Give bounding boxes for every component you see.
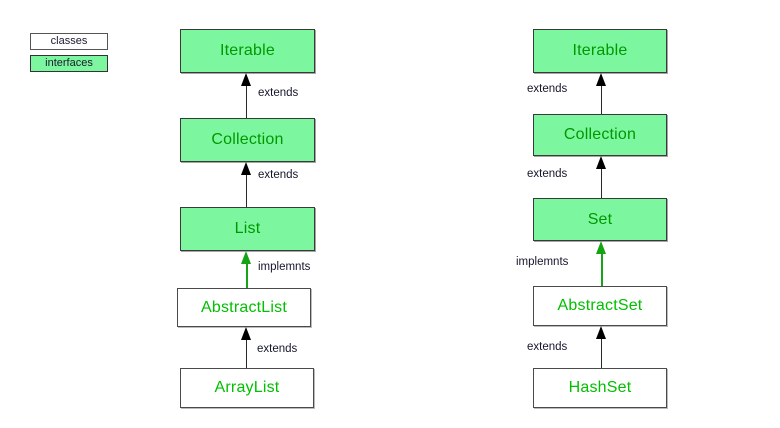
- edge-shaft: [601, 169, 602, 199]
- node-label: Collection: [211, 131, 284, 148]
- legend: classes interfaces: [30, 33, 108, 72]
- edge-label-extends: extends: [527, 83, 568, 95]
- arrowhead-icon: [241, 73, 251, 86]
- node-iterable-left[interactable]: Iterable: [180, 29, 315, 73]
- arrowhead-icon: [596, 73, 606, 86]
- arrowhead-icon: [596, 156, 606, 169]
- node-label: ArrayList: [214, 379, 280, 396]
- node-hashset[interactable]: HashSet: [533, 368, 667, 408]
- node-collection-left[interactable]: Collection: [180, 118, 315, 162]
- node-label: Set: [587, 210, 613, 228]
- arrowhead-icon: [596, 326, 606, 339]
- edge-label-extends: extends: [258, 169, 299, 181]
- edge-label-extends: extends: [258, 87, 299, 99]
- edge-label-implements: implemnts: [516, 256, 569, 268]
- arrowhead-icon: [241, 251, 251, 264]
- node-label: AbstractSet: [557, 297, 643, 314]
- node-arraylist[interactable]: ArrayList: [180, 368, 314, 408]
- node-label: Collection: [563, 126, 637, 143]
- arrowhead-icon: [241, 327, 251, 340]
- node-label: AbstractList: [201, 298, 287, 316]
- edge-label-implements: implemnts: [258, 261, 311, 273]
- legend-item-interfaces: interfaces: [30, 55, 108, 72]
- node-label: List: [234, 220, 261, 237]
- node-collection-right[interactable]: Collection: [533, 114, 667, 156]
- node-label: Iterable: [572, 42, 628, 59]
- node-list-left[interactable]: List: [180, 207, 315, 251]
- edge-shaft: [600, 254, 603, 286]
- edge-shaft: [246, 340, 247, 369]
- edge-shaft: [246, 175, 247, 207]
- node-iterable-right[interactable]: Iterable: [533, 29, 667, 73]
- legend-item-classes: classes: [30, 33, 108, 50]
- node-abstractlist[interactable]: AbstractList: [177, 288, 311, 327]
- edge-label-extends: extends: [257, 343, 298, 355]
- node-abstractset[interactable]: AbstractSet: [533, 286, 667, 326]
- arrowhead-icon: [241, 162, 251, 175]
- edge-label-extends: extends: [527, 168, 568, 180]
- edge-label-extends: extends: [527, 341, 568, 353]
- edge-shaft: [246, 86, 247, 118]
- edge-shaft: [601, 86, 602, 114]
- node-label: HashSet: [568, 379, 632, 396]
- node-set[interactable]: Set: [533, 198, 667, 241]
- node-label: Iterable: [220, 42, 275, 59]
- edge-shaft: [601, 339, 602, 368]
- arrowhead-icon: [596, 241, 606, 254]
- edge-shaft: [245, 264, 248, 293]
